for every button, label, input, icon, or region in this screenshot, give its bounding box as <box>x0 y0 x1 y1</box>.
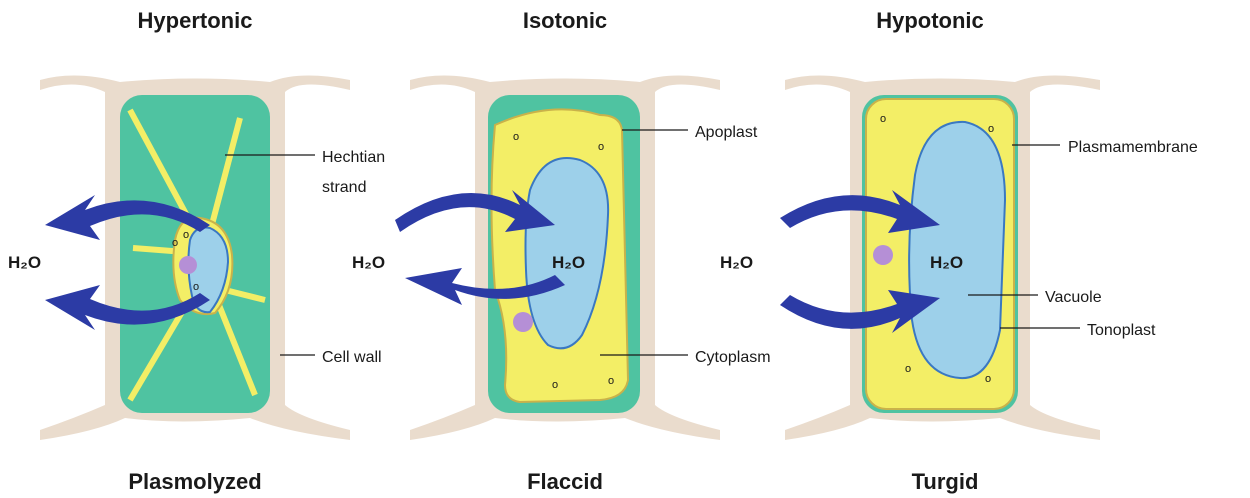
label-plasmamembrane: Plasmamembrane <box>1068 139 1198 156</box>
organelle: o <box>598 141 604 153</box>
h2o-label-vacuole: H₂O <box>930 253 963 272</box>
cell-plasmolyzed: o o o H₂O Hechtian strand Cell wall <box>8 75 385 441</box>
organelle: o <box>905 363 911 375</box>
hechtian-strand <box>207 117 243 233</box>
water-arrow-out <box>45 285 210 330</box>
organelle: o <box>183 229 189 241</box>
water-arrow-out <box>45 195 210 240</box>
hechtian-strand <box>224 287 266 303</box>
water-arrow-out <box>405 268 565 305</box>
label-apoplast: Apoplast <box>695 124 758 141</box>
h2o-label-outside: H₂O <box>8 253 41 272</box>
organelle: o <box>880 113 886 125</box>
water-arrow-in <box>780 290 940 333</box>
cell-turgid: o o o o H₂O H₂O Plasmamembrane Vacuole T… <box>720 75 1198 441</box>
organelle: o <box>988 123 994 135</box>
label-hechtian: Hechtian <box>322 149 385 166</box>
water-arrow-in <box>395 190 555 232</box>
organelle: o <box>513 131 519 143</box>
title-isotonic: Isotonic <box>523 8 607 33</box>
vacuole-flaccid <box>524 157 610 350</box>
organelle: o <box>552 379 558 391</box>
h2o-label-vacuole: H₂O <box>552 253 585 272</box>
state-plasmolyzed: Plasmolyzed <box>128 469 261 494</box>
label-cytoplasm: Cytoplasm <box>695 349 771 366</box>
vacuole-turgid <box>908 120 1007 380</box>
label-cell-wall: Cell wall <box>322 349 382 366</box>
nucleus <box>179 256 197 274</box>
title-hypotonic: Hypotonic <box>876 8 984 33</box>
nucleus <box>513 312 533 332</box>
label-hechtian-2: strand <box>322 179 366 196</box>
state-flaccid: Flaccid <box>527 469 603 494</box>
vacuole-plasmolyzed <box>187 226 230 314</box>
organelle: o <box>172 237 178 249</box>
title-hypertonic: Hypertonic <box>138 8 253 33</box>
cell-flaccid: o o o o H₂O H₂O Apoplast Cytoplasm <box>352 75 771 441</box>
organelle: o <box>193 281 199 293</box>
state-turgid: Turgid <box>912 469 979 494</box>
nucleus <box>873 245 893 265</box>
label-vacuole: Vacuole <box>1045 289 1102 306</box>
organelle: o <box>985 373 991 385</box>
hechtian-strand <box>212 293 258 397</box>
h2o-label-outside: H₂O <box>720 253 753 272</box>
h2o-label-outside: H₂O <box>352 253 385 272</box>
water-arrow-in <box>780 190 940 233</box>
label-tonoplast: Tonoplast <box>1087 322 1156 339</box>
organelle: o <box>608 375 614 387</box>
